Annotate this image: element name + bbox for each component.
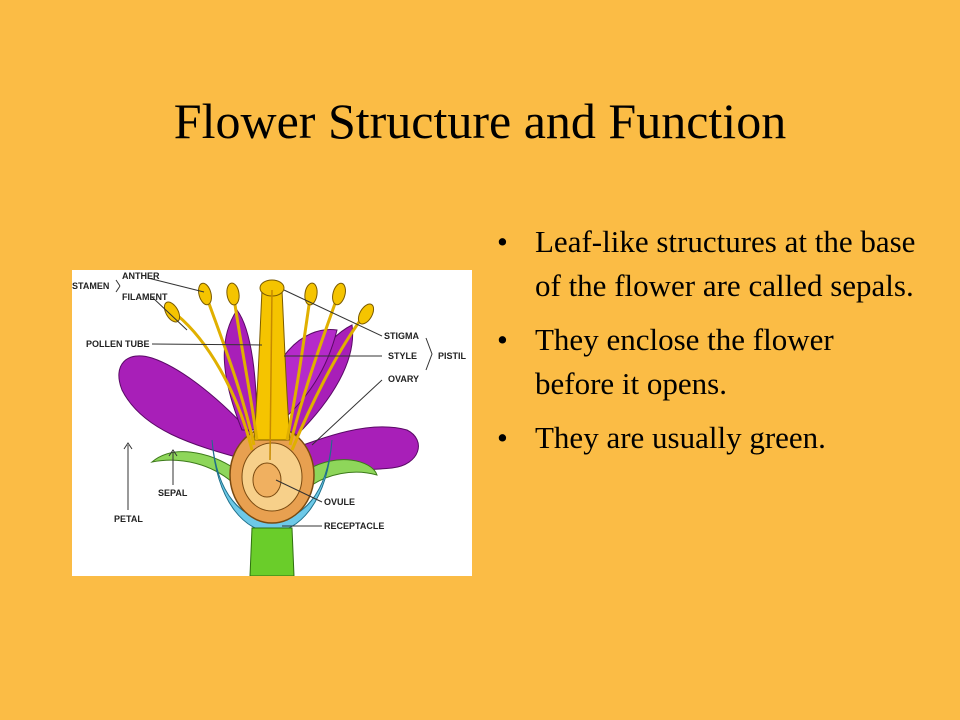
- label-ovule: OVULE: [324, 497, 355, 507]
- bullet-text: Leaf-like structures at the base of the …: [535, 224, 916, 303]
- filament: [205, 297, 256, 446]
- label-stigma: STIGMA: [384, 331, 419, 341]
- label-receptacle: RECEPTACLE: [324, 521, 384, 531]
- bullet-text: They are usually green.: [535, 420, 826, 455]
- label-anther: ANTHER: [122, 271, 160, 281]
- label-petal: PETAL: [114, 514, 143, 524]
- slide-title: Flower Structure and Function: [173, 93, 787, 149]
- flower-diagram: STAMEN ANTHER FILAMENT POLLEN TUBE STIGM…: [72, 270, 472, 576]
- label-style: STYLE: [388, 351, 417, 361]
- flower-diagram-svg: STAMEN ANTHER FILAMENT POLLEN TUBE STIGM…: [72, 271, 467, 576]
- anther: [226, 282, 240, 306]
- anther: [198, 282, 212, 306]
- ovule-shape: [252, 462, 282, 498]
- bullet-icon: •: [497, 224, 508, 259]
- stem-shape: [249, 527, 295, 576]
- bullet-item: • They enclose the flower before it opens…: [497, 318, 917, 406]
- label-stamen: STAMEN: [72, 281, 109, 291]
- filament: [285, 297, 312, 441]
- label-sepal: SEPAL: [158, 488, 188, 498]
- bullet-icon: •: [497, 420, 508, 455]
- filament: [176, 313, 254, 451]
- label-filament: FILAMENT: [122, 292, 168, 302]
- label-ovary: OVARY: [388, 374, 419, 384]
- leader-lines: [115, 277, 433, 527]
- bullet-list: • Leaf-like structures at the base of the…: [497, 220, 917, 470]
- anther: [163, 301, 181, 323]
- sepal-left: [150, 451, 238, 483]
- bullet-text: They enclose the flower before it opens.: [535, 322, 834, 401]
- bullet-icon: •: [497, 322, 508, 357]
- anther: [332, 282, 346, 306]
- bullet-item: • They are usually green.: [497, 416, 917, 460]
- pollen-tube-line: [269, 289, 273, 461]
- anther: [357, 303, 375, 325]
- bullet-item: • Leaf-like structures at the base of the…: [497, 220, 917, 308]
- anther: [304, 282, 318, 306]
- label-pollen-tube: POLLEN TUBE: [86, 339, 150, 349]
- petal-left: [118, 355, 258, 461]
- filament: [232, 297, 259, 441]
- label-pistil: PISTIL: [438, 351, 467, 361]
- filament: [290, 317, 364, 451]
